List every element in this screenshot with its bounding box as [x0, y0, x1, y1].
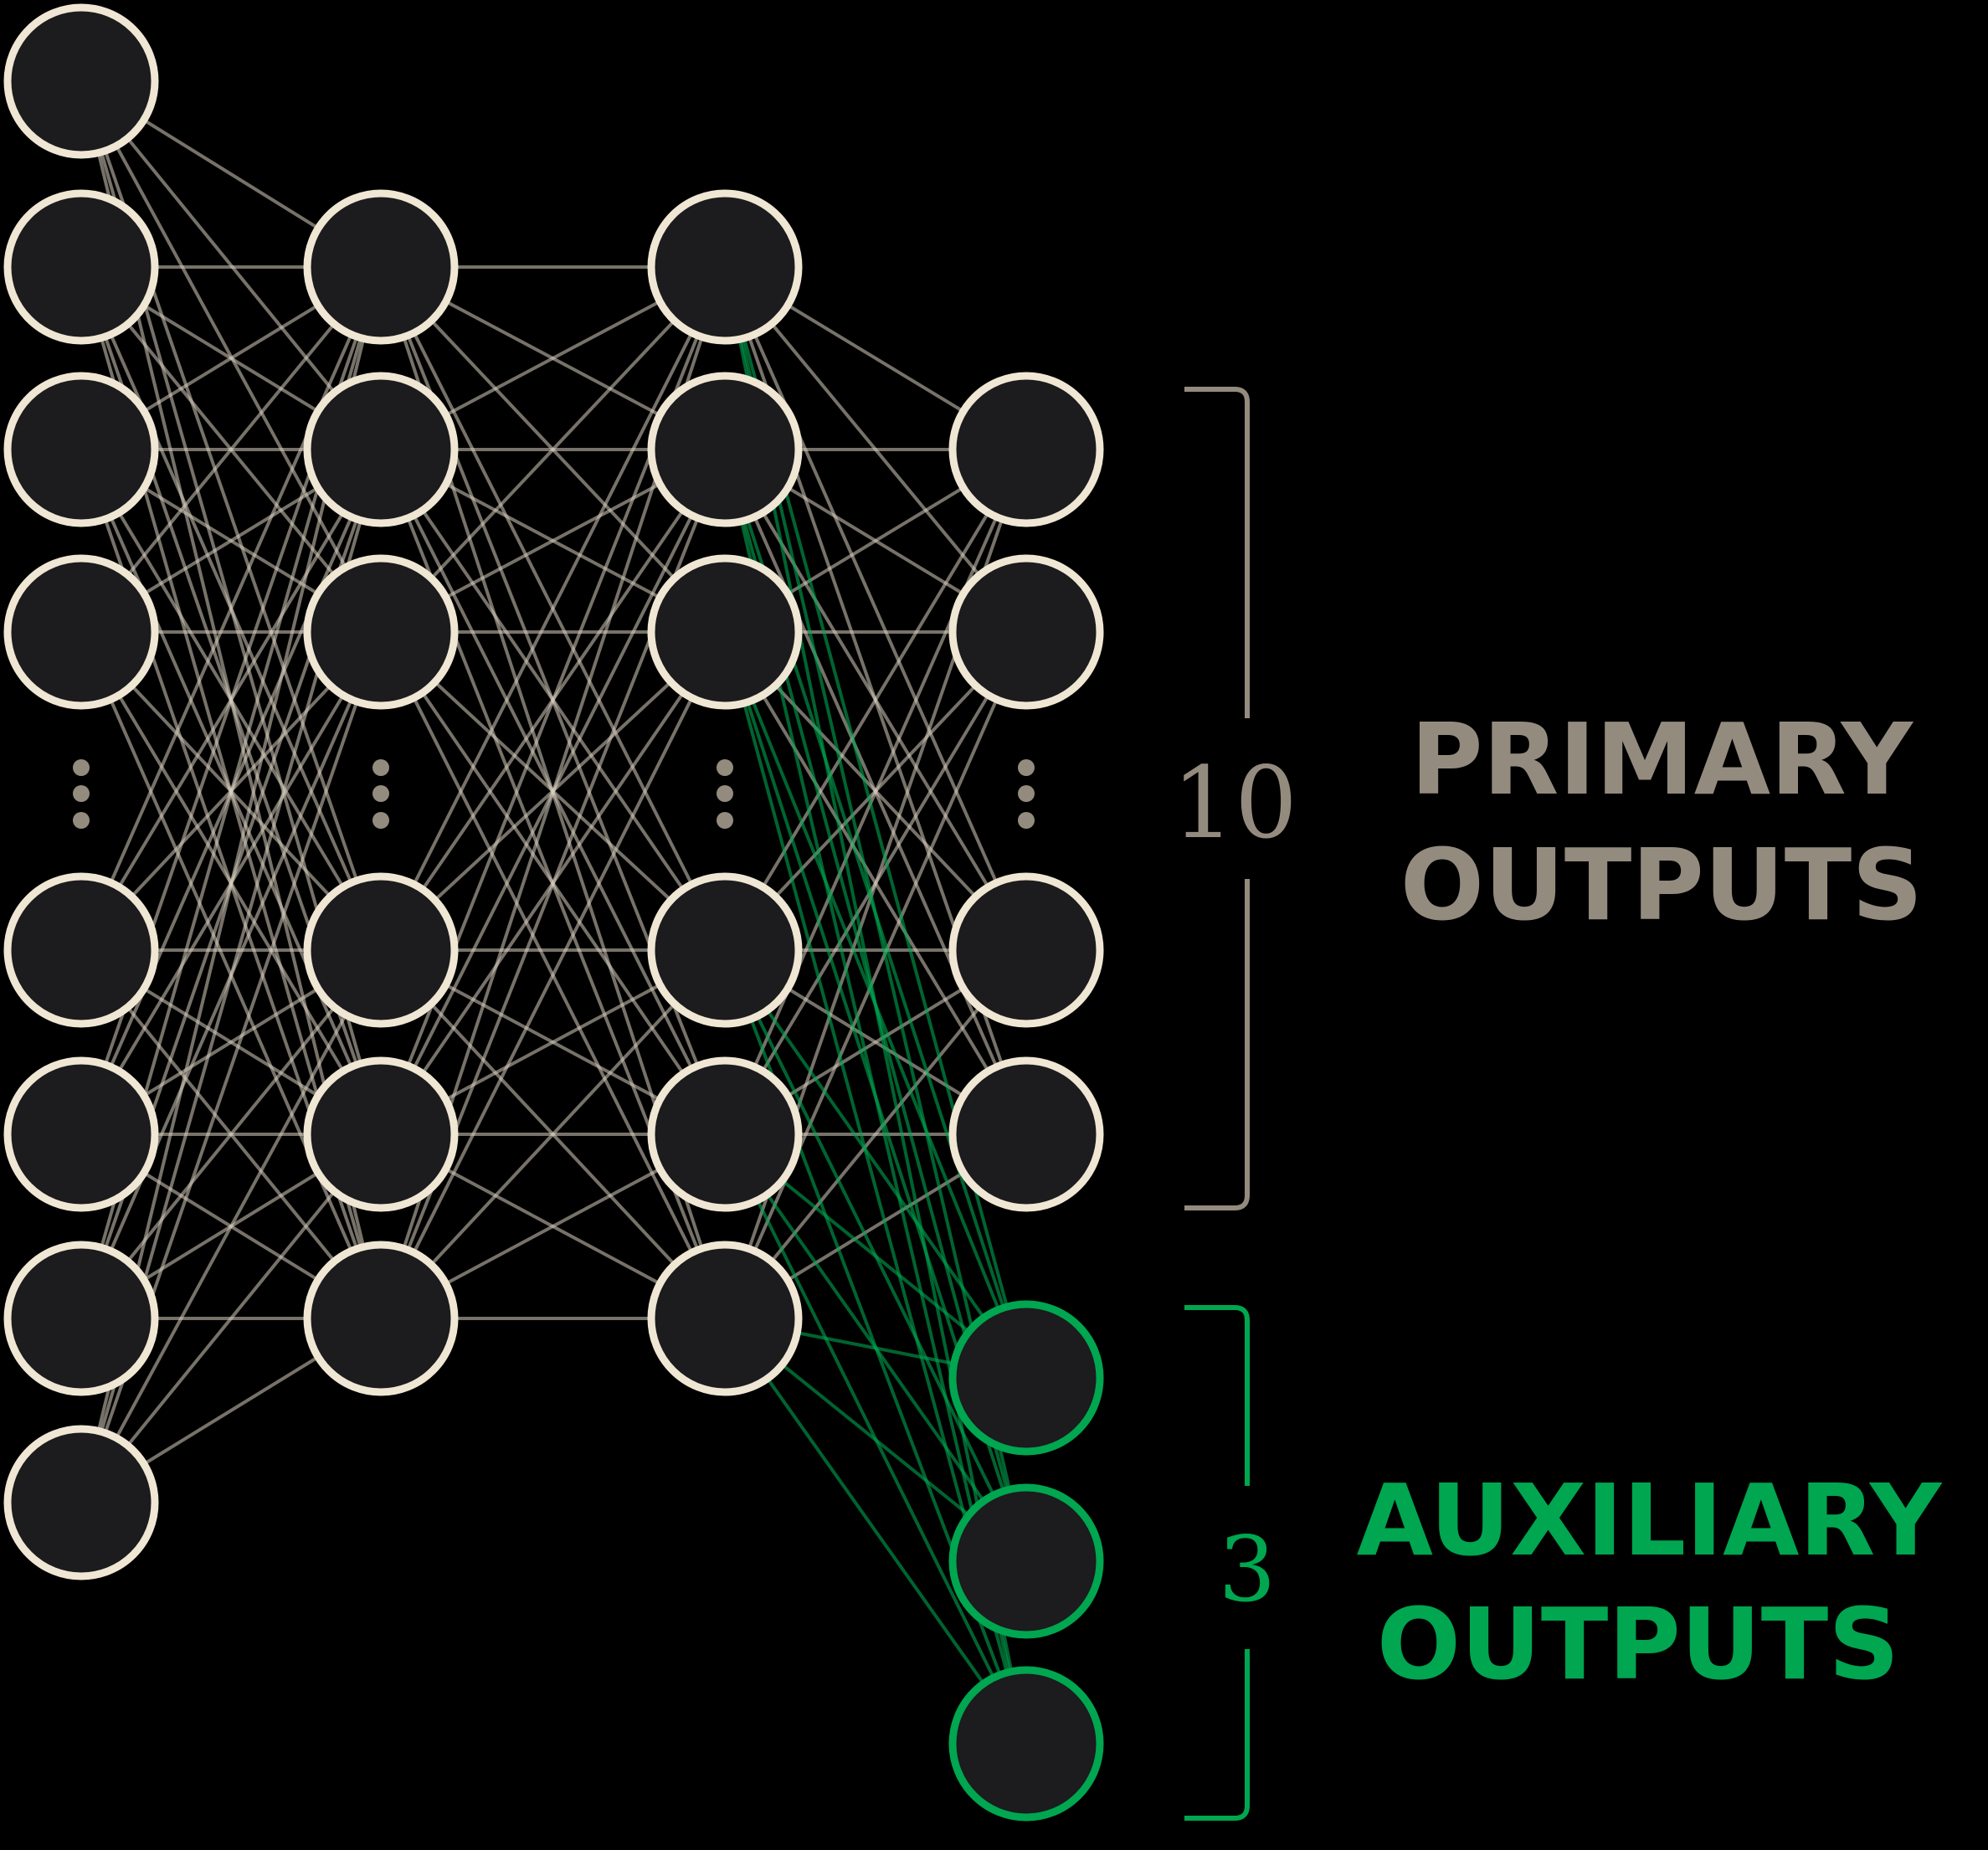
hidden1-node [303, 1056, 459, 1212]
network-nodes [3, 3, 1104, 1822]
primary-output-node [948, 872, 1104, 1028]
edge-primary [80, 948, 383, 1320]
edge-primary [723, 266, 1028, 951]
hidden1-node [303, 372, 459, 527]
hidden2-node [647, 1241, 803, 1396]
primary-label-line2: OUTPUTS [1400, 827, 1923, 943]
auxiliary-output-node [948, 1300, 1104, 1456]
hidden2-node [647, 189, 803, 345]
primary-output-node [948, 554, 1104, 710]
ellipsis-dot [372, 785, 389, 802]
edge-primary [80, 949, 383, 1503]
auxiliary-count: 3 [1219, 1518, 1277, 1622]
hidden1-node [303, 189, 459, 345]
ellipsis-dot [73, 785, 90, 802]
primary-count: 10 [1172, 745, 1297, 861]
ellipsis-dot [372, 812, 389, 829]
ellipsis-dot [73, 812, 90, 829]
primary-output-node [948, 372, 1104, 527]
ellipsis-dot [717, 759, 733, 776]
ellipsis-dot [1018, 785, 1035, 802]
edge-primary [80, 266, 383, 951]
input-node [3, 1425, 159, 1580]
hidden1-node [303, 872, 459, 1028]
input-node [3, 189, 159, 345]
edge-primary [80, 1133, 383, 1504]
auxiliary-bracket [1184, 1305, 1250, 1821]
input-node [3, 3, 159, 159]
ellipsis-dot [73, 759, 90, 776]
ellipsis-dot [1018, 759, 1035, 776]
auxiliary-output-node [948, 1666, 1104, 1822]
input-node [3, 872, 159, 1028]
edge-primary [379, 631, 727, 1319]
edge-primary [723, 448, 1028, 952]
auxiliary-output-node [948, 1483, 1104, 1639]
primary-output-node [948, 1056, 1104, 1212]
hidden1-node [303, 554, 459, 710]
ellipsis-dots [73, 759, 1035, 829]
ellipsis-dot [372, 759, 389, 776]
hidden2-node [647, 872, 803, 1028]
edge-primary [80, 265, 383, 634]
ellipsis-dot [717, 812, 733, 829]
primary-bracket [1184, 387, 1250, 1210]
hidden2-node [647, 372, 803, 527]
input-node [3, 554, 159, 710]
primary-label-line1: PRIMARY [1410, 701, 1914, 817]
ellipsis-dot [1018, 812, 1035, 829]
hidden2-node [647, 554, 803, 710]
hidden2-node [647, 1056, 803, 1212]
ellipsis-dot [717, 785, 733, 802]
hidden1-node [303, 1241, 459, 1396]
edge-primary [723, 948, 1028, 1320]
edge-primary [379, 948, 727, 1320]
auxiliary-label-line2: OUTPUTS [1377, 1586, 1899, 1702]
edge-primary [379, 265, 727, 634]
auxiliary-label-line1: AUXILIARY [1357, 1462, 1943, 1578]
input-node [3, 1241, 159, 1396]
input-node [3, 372, 159, 527]
input-node [3, 1056, 159, 1212]
edge-auxiliary [723, 631, 1028, 1379]
edge-auxiliary [723, 948, 1028, 1380]
edge-auxiliary [723, 1317, 1028, 1745]
edge-primary [379, 266, 727, 951]
